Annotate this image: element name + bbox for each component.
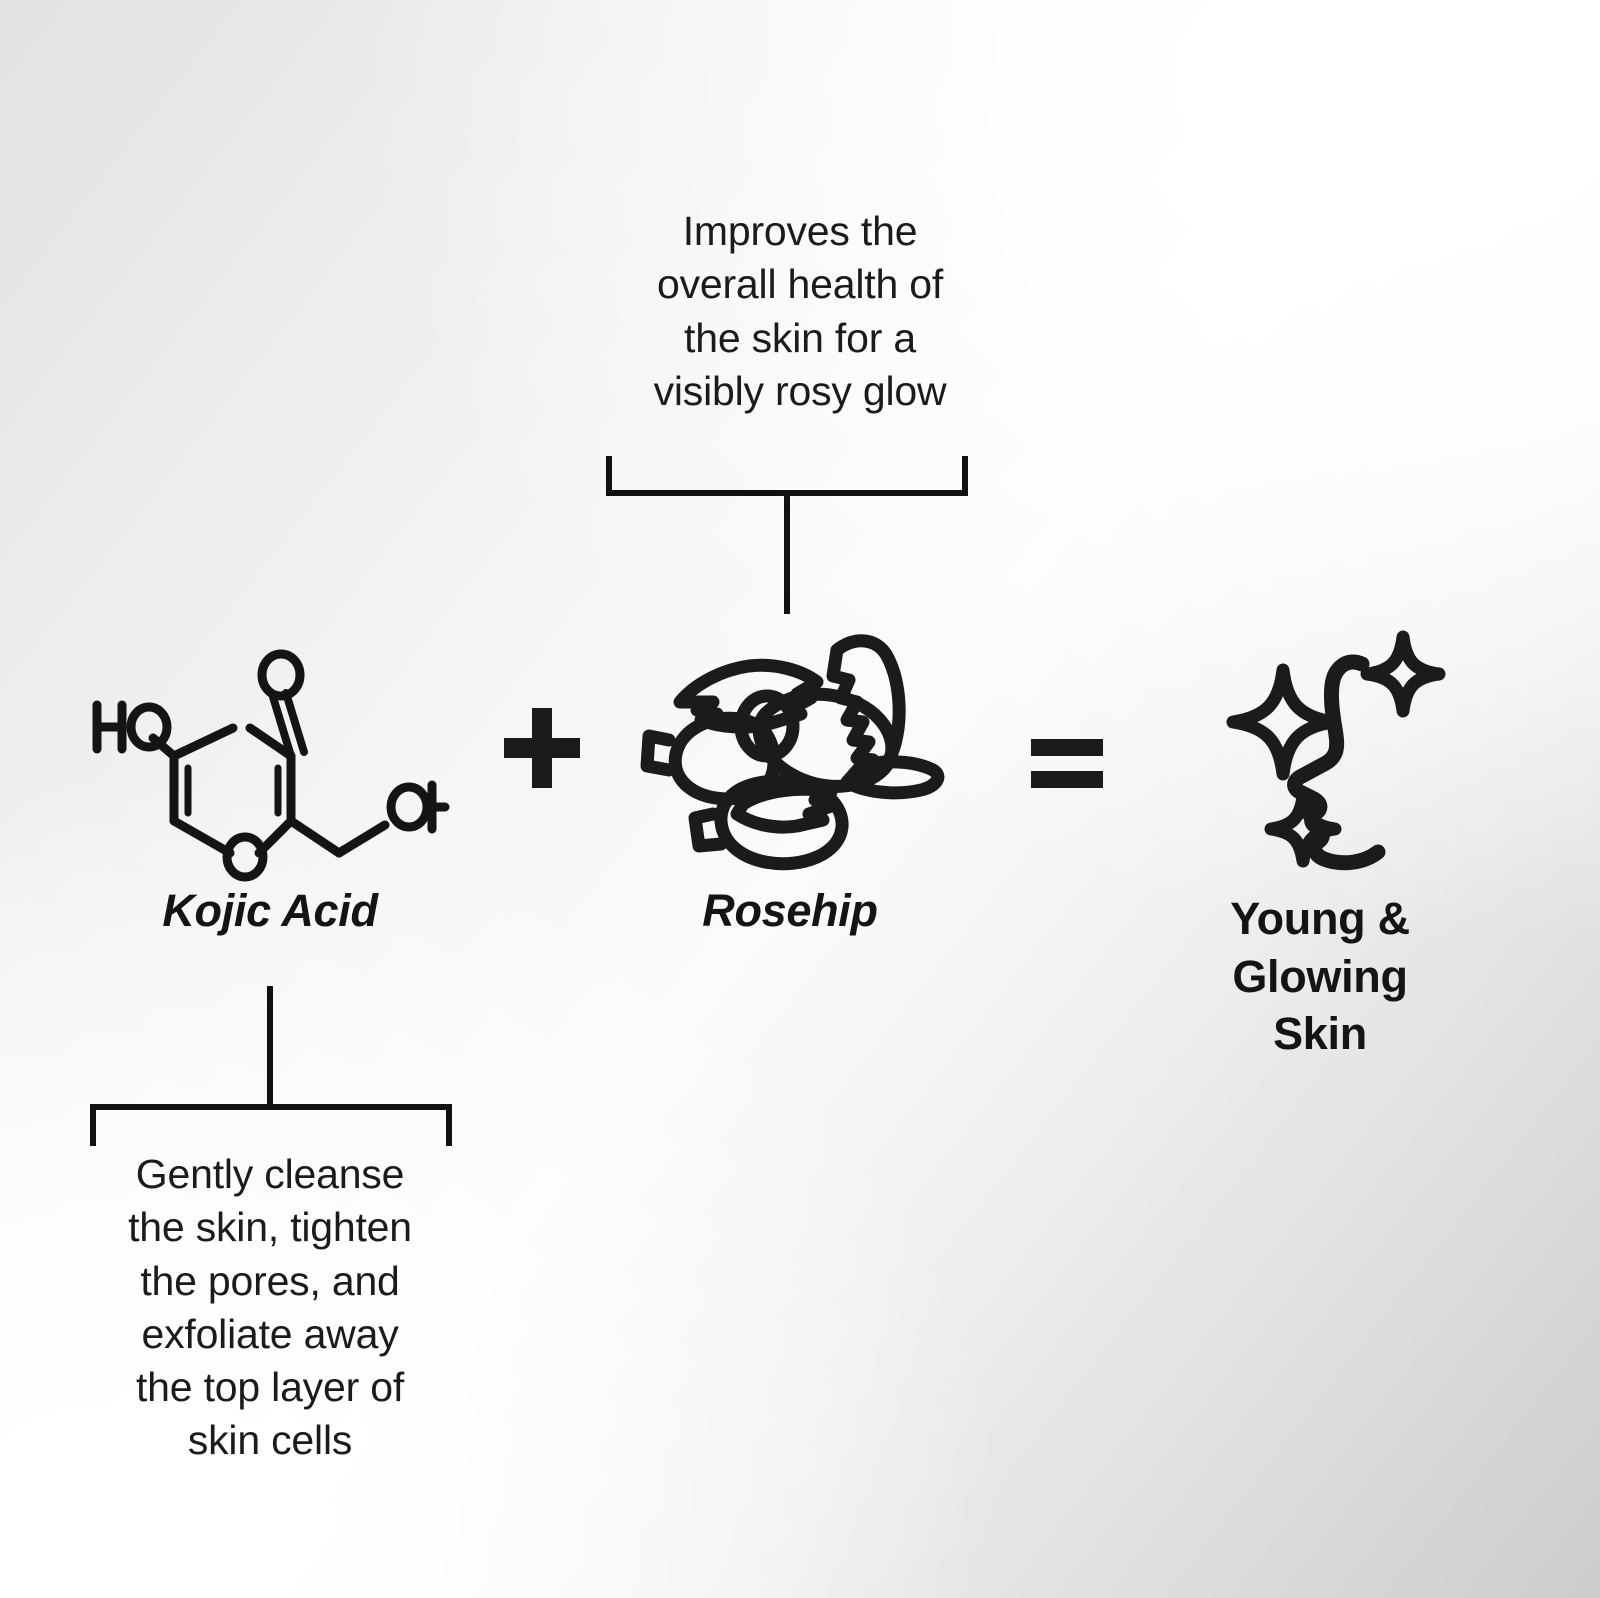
plus-operator-icon <box>504 708 580 788</box>
plus-vertical-bar <box>532 708 552 788</box>
glowing-face-sparkle-icon <box>1190 615 1446 871</box>
bottom-bracket-horizontal-rule <box>90 1104 452 1110</box>
sparkle-large-icon <box>1226 663 1340 781</box>
bracket-right-tick <box>962 456 968 496</box>
top-callout-text: Improves the overall health of the skin … <box>653 208 947 414</box>
sparkle-small-icon <box>1264 790 1342 868</box>
bracket-stem <box>784 490 790 614</box>
equals-operator-icon <box>1031 739 1103 788</box>
equals-bottom-bar <box>1031 771 1103 788</box>
equals-top-bar <box>1031 739 1103 756</box>
bottom-bracket-stem <box>267 986 273 1108</box>
face-profile-path <box>1287 654 1386 871</box>
kojic-acid-svg <box>92 649 450 882</box>
bottom-bracket-right-tick <box>446 1104 452 1146</box>
rosehip-svg <box>640 634 945 871</box>
bracket-left-tick <box>606 456 612 496</box>
ingredient-label-kojic-acid: Kojic Acid <box>162 885 378 936</box>
rosehip-berries-icon <box>625 618 955 878</box>
glowing-face-svg <box>1226 630 1446 871</box>
result-label: Young & Glowing Skin <box>1230 893 1410 1060</box>
bottom-bracket-left-tick <box>90 1104 96 1146</box>
bottom-callout-text: Gently cleanse the skin, tighten the por… <box>128 1151 412 1464</box>
sparkle-medium-icon <box>1360 630 1446 718</box>
kojic-acid-molecule-icon <box>92 625 450 882</box>
ingredient-label-rosehip: Rosehip <box>702 885 878 936</box>
